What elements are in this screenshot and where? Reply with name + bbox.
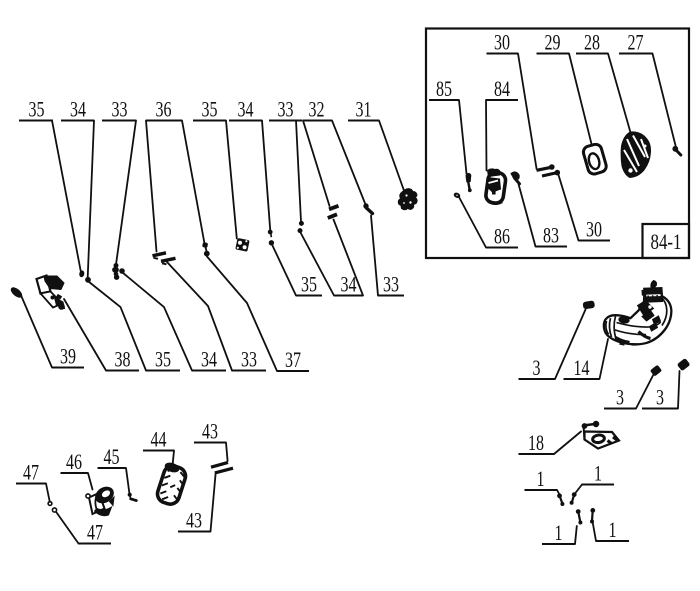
svg-text:1: 1 — [555, 520, 563, 545]
svg-text:33: 33 — [112, 97, 128, 122]
svg-text:18: 18 — [528, 430, 544, 455]
svg-text:1: 1 — [609, 517, 617, 542]
svg-text:43: 43 — [186, 508, 202, 533]
svg-text:86: 86 — [494, 224, 510, 249]
svg-text:45: 45 — [104, 444, 120, 469]
svg-text:35: 35 — [301, 272, 317, 297]
svg-text:1: 1 — [537, 466, 545, 491]
svg-text:3: 3 — [616, 385, 624, 410]
svg-text:35: 35 — [29, 97, 45, 122]
svg-text:29: 29 — [545, 30, 561, 55]
svg-text:32: 32 — [309, 97, 325, 122]
svg-text:30: 30 — [586, 217, 602, 242]
svg-text:36: 36 — [156, 97, 172, 122]
svg-text:84: 84 — [494, 76, 510, 101]
svg-text:43: 43 — [202, 419, 218, 444]
svg-text:33: 33 — [241, 347, 257, 372]
svg-text:47: 47 — [87, 520, 103, 545]
svg-text:33: 33 — [383, 272, 399, 297]
svg-text:34: 34 — [70, 97, 86, 122]
svg-text:34: 34 — [201, 347, 217, 372]
svg-text:27: 27 — [628, 30, 644, 55]
svg-text:47: 47 — [23, 460, 39, 485]
svg-text:35: 35 — [155, 347, 171, 372]
svg-text:44: 44 — [151, 427, 167, 452]
svg-text:33: 33 — [278, 97, 294, 122]
svg-text:34: 34 — [341, 272, 357, 297]
svg-text:3: 3 — [656, 385, 664, 410]
svg-text:46: 46 — [66, 449, 82, 474]
svg-text:39: 39 — [60, 344, 76, 369]
svg-text:14: 14 — [574, 355, 590, 380]
svg-text:3: 3 — [533, 355, 541, 380]
svg-text:83: 83 — [543, 223, 559, 248]
svg-text:1: 1 — [594, 461, 602, 486]
svg-text:37: 37 — [285, 347, 301, 372]
svg-text:38: 38 — [115, 347, 131, 372]
svg-text:28: 28 — [584, 30, 600, 55]
svg-text:31: 31 — [356, 97, 372, 122]
svg-text:85: 85 — [436, 76, 452, 101]
svg-text:84-1: 84-1 — [651, 229, 682, 254]
svg-text:35: 35 — [202, 97, 218, 122]
svg-text:34: 34 — [238, 97, 254, 122]
svg-text:30: 30 — [494, 30, 510, 55]
